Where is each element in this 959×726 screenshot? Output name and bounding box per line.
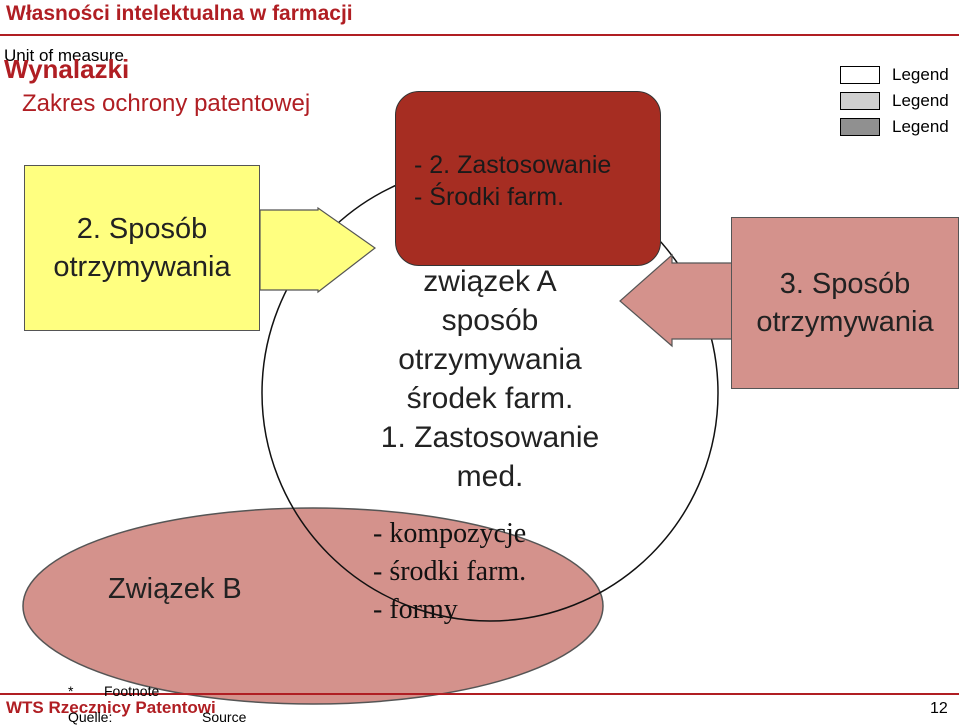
center-line-1: związek A [423,265,557,298]
unit-label: Unit of measure [4,46,124,65]
title-rule [0,34,959,36]
method-box-2-line-2: otrzymywania [53,251,231,283]
page-number: 12 [930,700,948,717]
center-line-5: 1. Zastosowanie [380,421,600,454]
section-subtitle: Zakres ochrony patentowej [22,90,311,117]
legend-swatch-dark-gray [840,118,880,136]
left-arrow [619,253,734,348]
method-box-3-line-2: otrzymywania [756,306,934,338]
footnote-marker: * [68,683,74,699]
method-box-2: 2. Sposób otrzymywania [24,165,260,331]
center-line-6: med. [456,460,524,493]
use-box-text: - 2. Zastosowanie - Środki farm. [414,149,611,213]
compositions-text: - kompozycje - środki farm. - formy [373,515,526,629]
legend-row: Legend [840,62,958,88]
center-text: związek A sposób otrzymywania środek far… [345,262,635,496]
source-label: Quelle: [68,709,113,725]
use-box [395,91,661,266]
compositions-line-3: - formy [373,594,458,625]
compound-b-ellipse [22,507,604,705]
right-arrow [259,206,377,294]
method-box-3-line-1: 3. Sposób [779,268,911,300]
slide-title: Własności intelektualna w farmacji [6,2,353,25]
method-box-2-line-1: 2. Sposób [76,213,208,245]
footer-rule [0,693,959,695]
footer-brand: WTS Rzecznicy Patentowi [6,698,216,717]
center-line-2: sposób [441,304,539,337]
center-line-4: środek farm. [406,382,574,415]
section-title: Wynalazki [4,54,130,84]
use-box-line-2: - Środki farm. [414,183,565,211]
method-box-3: 3. Sposób otrzymywania [731,217,959,389]
legend-swatch-white [840,66,880,84]
legend: Legend Legend Legend [840,62,958,140]
legend-label: Legend [892,65,949,84]
compositions-line-1: - kompozycje [373,518,527,549]
legend-swatch-light-gray [840,92,880,110]
legend-row: Legend [840,88,958,114]
compound-b-label: Związek B [108,573,242,605]
center-line-3: otrzymywania [398,343,582,376]
legend-row: Legend [840,114,958,140]
footnote: Footnote [104,683,160,699]
legend-label: Legend [892,91,949,110]
compositions-line-2: - środki farm. [373,556,527,587]
source: Source [202,709,247,725]
legend-label: Legend [892,117,949,136]
use-box-line-1: - 2. Zastosowanie [414,151,612,179]
